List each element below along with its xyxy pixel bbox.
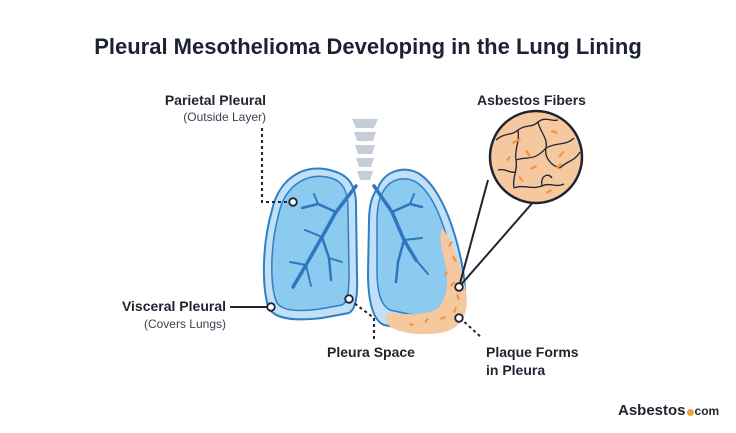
parietal-pleural-note: (Outside Layer)	[183, 110, 266, 124]
parietal-marker	[288, 197, 298, 207]
page-title: Pleural Mesothelioma Developing in the L…	[94, 34, 642, 59]
pleural-plaque	[385, 228, 467, 335]
pleura-space-marker	[344, 294, 354, 304]
right-bronchi	[372, 184, 429, 284]
zoom-connector	[458, 179, 536, 288]
left-lung	[262, 167, 359, 321]
visceral-marker	[266, 302, 276, 312]
brand-suffix: com	[694, 404, 720, 418]
plaque-forms-label-line2: in Pleura	[486, 362, 546, 378]
brand-dot-icon	[686, 409, 694, 416]
asbestos-fibers-magnified	[488, 109, 584, 205]
left-bronchi	[289, 184, 358, 289]
marker-dots	[266, 197, 464, 323]
trachea	[352, 119, 378, 180]
brand-name: Asbestos	[618, 402, 686, 419]
visceral-pleural-note: (Covers Lungs)	[143, 317, 226, 331]
asbestos-fibers-label: Asbestos Fibers	[477, 92, 586, 108]
plaque-specks	[409, 241, 460, 326]
visceral-pleural-label: Visceral Pleural	[121, 298, 226, 314]
parietal-leader	[261, 128, 293, 203]
plaque-forms-label: Plaque Forms	[486, 344, 579, 360]
right-lung	[366, 168, 467, 335]
plaque-marker	[454, 313, 464, 323]
parietal-pleural-label: Parietal Pleural	[164, 92, 266, 108]
leader-lines	[230, 128, 483, 341]
fiber-zoom-marker	[454, 282, 464, 292]
pleura-space-leader	[349, 299, 375, 341]
pleura-space-label: Pleura Space	[327, 344, 415, 360]
brand-logo: Asbestos com	[618, 402, 719, 419]
plaque-leader	[459, 317, 483, 339]
